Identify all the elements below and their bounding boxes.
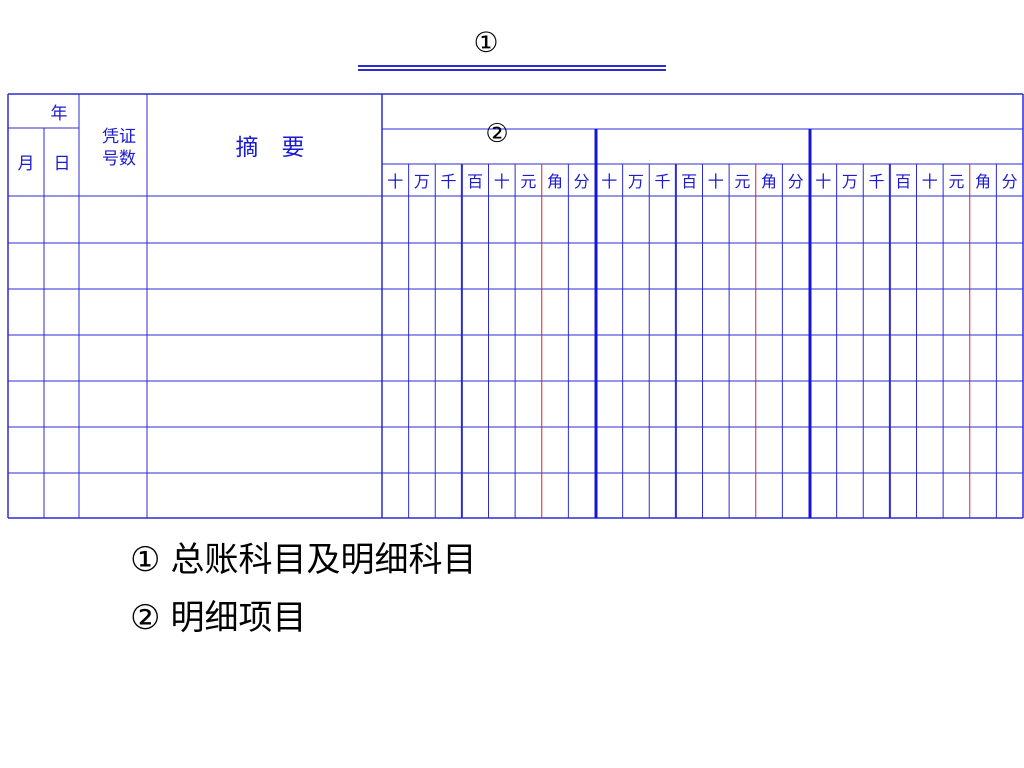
header-voucher-line2: 号数 [102,149,136,169]
digit-label: 元 [734,172,750,191]
digit-label: 十 [708,172,724,191]
header-month: 月 [18,154,35,174]
header-year: 年 [51,104,68,124]
header-summary: 摘 要 [236,135,305,161]
detail-item-marker: ② [485,119,508,149]
digit-header-labels: 十万千百十元角分十万千百十元角分十万千百十元角分 [387,172,1017,191]
digit-label: 分 [574,172,590,191]
digit-label: 十 [494,172,510,191]
ledger-grid [7,93,1024,519]
digit-label: 角 [761,172,777,191]
digit-label: 十 [601,172,617,191]
header-day: 日 [54,154,71,174]
note-marker: ① [130,540,161,580]
digit-label: 十 [922,172,938,191]
digit-label: 十 [815,172,831,191]
digit-label: 分 [788,172,804,191]
digit-label: 百 [681,172,697,191]
digit-label: 十 [387,172,403,191]
digit-label: 元 [948,172,964,191]
digit-label: 百 [895,172,911,191]
digit-label: 角 [547,172,563,191]
digit-label: 万 [842,172,858,191]
title-underline-secondary [358,69,666,71]
digit-label: 元 [520,172,536,191]
title-marker: ① [473,26,499,59]
header-voucher-line1: 凭证 [102,127,136,147]
digit-label: 千 [655,172,671,191]
digit-label: 分 [1002,172,1018,191]
digit-label: 万 [628,172,644,191]
digit-label: 角 [975,172,991,191]
digit-label: 千 [869,172,885,191]
title-underline [358,65,666,67]
note-marker: ② [130,598,161,638]
digit-label: 万 [414,172,430,191]
ledger-header: 年 月 日 凭证 号数 摘 要 ② [18,104,509,174]
note-text: 明细项目 [170,598,307,638]
digit-label: 百 [467,172,483,191]
note-text: 总账科目及明细科目 [170,540,477,580]
digit-label: 千 [441,172,457,191]
